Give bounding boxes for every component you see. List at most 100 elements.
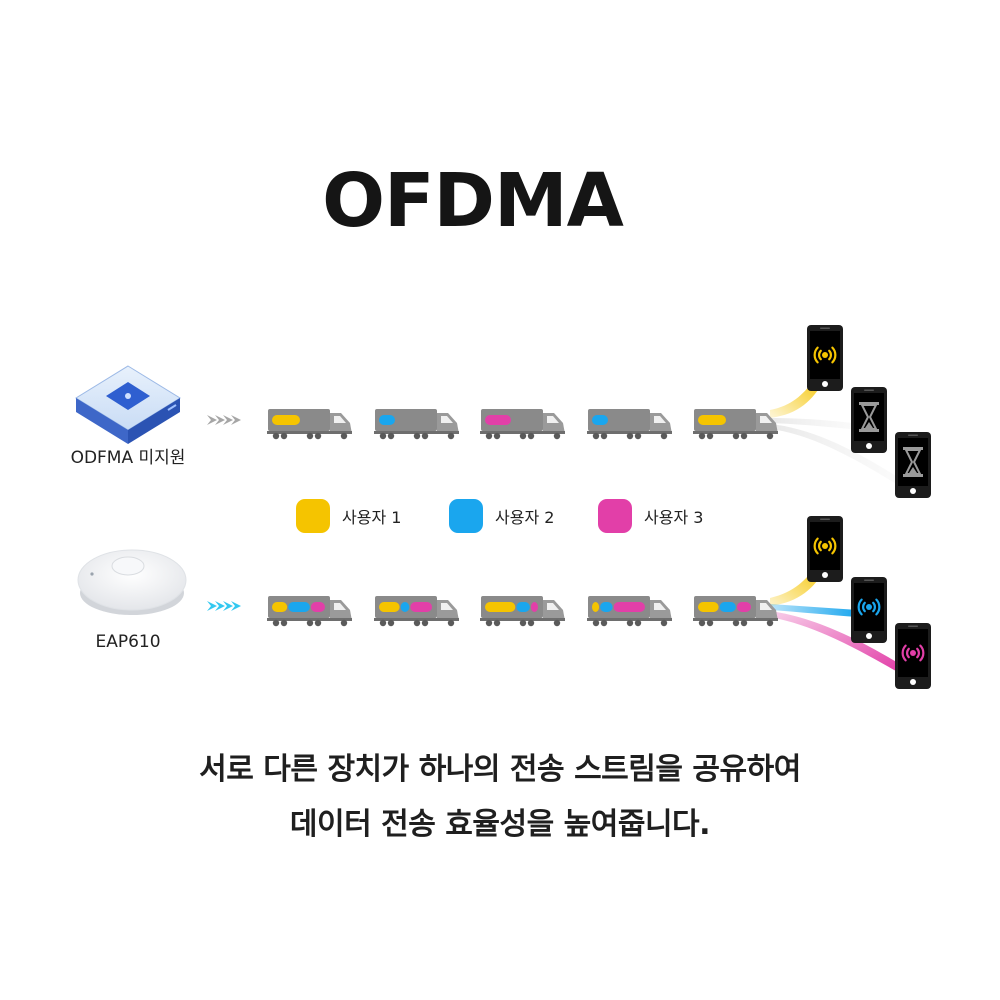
truck-window (547, 416, 559, 423)
phone-signal-icon (807, 325, 843, 391)
hourglass-frame (904, 449, 922, 475)
truck-icon (267, 596, 352, 627)
signal-wave (831, 537, 837, 555)
signal-wave (828, 349, 832, 361)
signal-wave (901, 644, 907, 662)
truck-wheel (447, 619, 455, 627)
legacy-phones (807, 325, 931, 498)
truck-cab (650, 413, 672, 434)
phone-waiting-icon (851, 387, 887, 453)
truck-chassis (267, 618, 352, 621)
truck-icon (480, 409, 565, 440)
legacy-arrow-icon (207, 415, 241, 425)
truck-wheel (379, 619, 387, 627)
eap-device-label: EAP610 (95, 632, 161, 652)
phone-signal-icon (851, 577, 887, 643)
truck-cab (543, 413, 565, 434)
truck-window (334, 603, 346, 610)
truck-window (334, 416, 346, 423)
truck-chassis (374, 431, 459, 434)
truck-wheel (421, 619, 429, 627)
ofdma-arrow-icon (207, 601, 241, 611)
truck-cab (330, 413, 352, 434)
truck-wheel (592, 432, 600, 440)
cargo-segment (592, 415, 608, 425)
signal-wave (818, 349, 822, 361)
access-point-icon (77, 549, 187, 615)
cargo-segment (288, 602, 310, 612)
signal-wave (875, 598, 881, 616)
truck-window (441, 416, 453, 423)
truck-window (441, 603, 453, 610)
signal-wave (872, 601, 876, 613)
legend-label: 사용자 3 (644, 508, 704, 527)
legend-label: 사용자 2 (495, 508, 555, 527)
phone-speaker (908, 434, 918, 436)
truck-icon (374, 409, 459, 440)
truck-wheel (626, 432, 634, 440)
phone-signal-icon (807, 516, 843, 582)
phone-speaker (864, 389, 874, 391)
hourglass-top (903, 447, 923, 450)
cargo-segment (485, 602, 516, 612)
truck-wheel (519, 432, 527, 440)
truck-wheel (485, 619, 493, 627)
truck-chassis (480, 431, 565, 434)
phone-home-button (822, 381, 828, 387)
truck-wheel (732, 432, 740, 440)
caption: 서로 다른 장치가 하나의 전송 스트림을 공유하여 데이터 전송 효율성을 높… (0, 742, 1000, 852)
signal-wave (813, 537, 819, 555)
truck-wheel (634, 619, 642, 627)
truck-wheel (600, 432, 608, 440)
truck-wheel (740, 432, 748, 440)
truck-wheel (706, 432, 714, 440)
truck-chassis (374, 618, 459, 621)
signal-dot (822, 352, 828, 358)
cargo-segment (272, 415, 300, 425)
cargo-segment (410, 602, 432, 612)
truck-window (654, 603, 666, 610)
hourglass-top (859, 402, 879, 405)
truck-wheel (519, 619, 527, 627)
signal-wave (857, 598, 863, 616)
signal-wave (906, 647, 910, 659)
truck-icon (693, 409, 778, 440)
signal-wave (862, 601, 866, 613)
cargo-segment (613, 602, 645, 612)
truck-wheel (280, 432, 288, 440)
truck-wheel (485, 432, 493, 440)
truck-trailer (588, 409, 650, 431)
truck-wheel (553, 619, 561, 627)
legend-item-user-2: 사용자 2 (449, 498, 554, 534)
truck-wheel (280, 619, 288, 627)
legacy-trucks (267, 409, 778, 440)
truck-wheel (340, 619, 348, 627)
signal-dot (822, 543, 828, 549)
ofdma-trucks (267, 596, 778, 627)
truck-icon (374, 596, 459, 627)
truck-wheel (314, 432, 322, 440)
truck-window (547, 603, 559, 610)
truck-wheel (698, 432, 706, 440)
truck-trailer (375, 409, 437, 431)
truck-icon (587, 596, 672, 627)
truck-chassis (693, 618, 778, 621)
legend-item-user-3: 사용자 3 (598, 498, 703, 534)
legend-swatch (449, 499, 483, 533)
truck-cab (543, 600, 565, 621)
legend: 사용자 1 사용자 2 사용자 3 (0, 498, 1000, 534)
legend-label: 사용자 1 (342, 508, 402, 527)
truck-chassis (587, 618, 672, 621)
truck-wheel (740, 619, 748, 627)
legend-swatch (296, 499, 330, 533)
cargo-segment (592, 602, 600, 612)
signal-wave (831, 346, 837, 364)
phone-home-button (866, 443, 872, 449)
hourglass-sand (865, 422, 873, 428)
legend-item-user-1: 사용자 1 (296, 498, 401, 534)
signal-dot (866, 604, 872, 610)
phone-home-button (910, 679, 916, 685)
truck-wheel (379, 432, 387, 440)
phone-home-button (910, 488, 916, 494)
